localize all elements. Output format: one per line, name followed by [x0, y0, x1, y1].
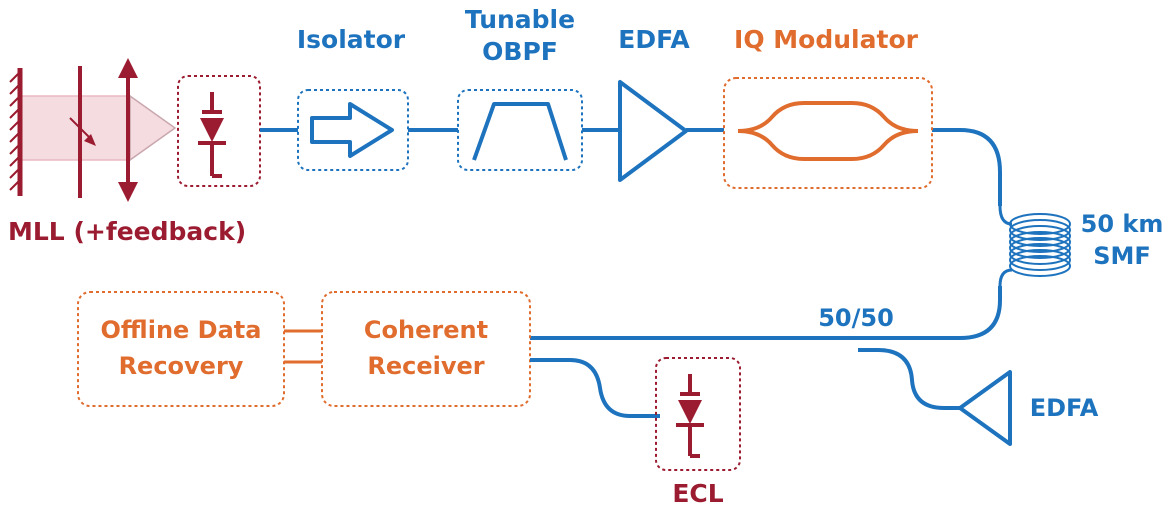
label-isolator: Isolator [297, 25, 406, 54]
fiber-spool-icon [998, 205, 1071, 287]
lo-fiber-path [530, 358, 660, 418]
edfa-bottom-amplifier-icon [958, 370, 1012, 446]
mll-laser-icon [9, 58, 177, 202]
label-fiber-length: 50 km [1081, 210, 1164, 238]
label-tunable: Tunable [465, 5, 575, 34]
offline-recovery-box [77, 291, 285, 407]
label-offline-line1: Offline Data [101, 316, 262, 344]
bandpass-filter-icon [457, 89, 583, 171]
label-coherent-line2: Receiver [367, 352, 484, 380]
label-edfa-top: EDFA [618, 25, 690, 54]
label-coupler: 50/50 [818, 304, 894, 332]
label-obpf: OBPF [482, 37, 558, 66]
isolator-icon [297, 89, 409, 171]
label-iq-modulator: IQ Modulator [734, 25, 919, 54]
ecl-laser-diode-icon [655, 357, 741, 471]
label-edfa-bottom: EDFA [1030, 394, 1099, 422]
edfa-amplifier-icon [618, 80, 688, 182]
label-fiber-type: SMF [1093, 242, 1151, 270]
label-mll: MLL (+feedback) [8, 217, 246, 246]
label-ecl: ECL [672, 479, 723, 508]
label-coherent-line1: Coherent [364, 316, 488, 344]
iq-modulator-icon [723, 77, 933, 189]
label-offline-line2: Recovery [119, 352, 244, 380]
coherent-receiver-box [321, 291, 531, 407]
photodiode-icon [177, 75, 261, 187]
coupler-branch-fiber [858, 348, 960, 410]
fiber-path-top [260, 128, 1002, 340]
data-link-lines [284, 329, 322, 364]
